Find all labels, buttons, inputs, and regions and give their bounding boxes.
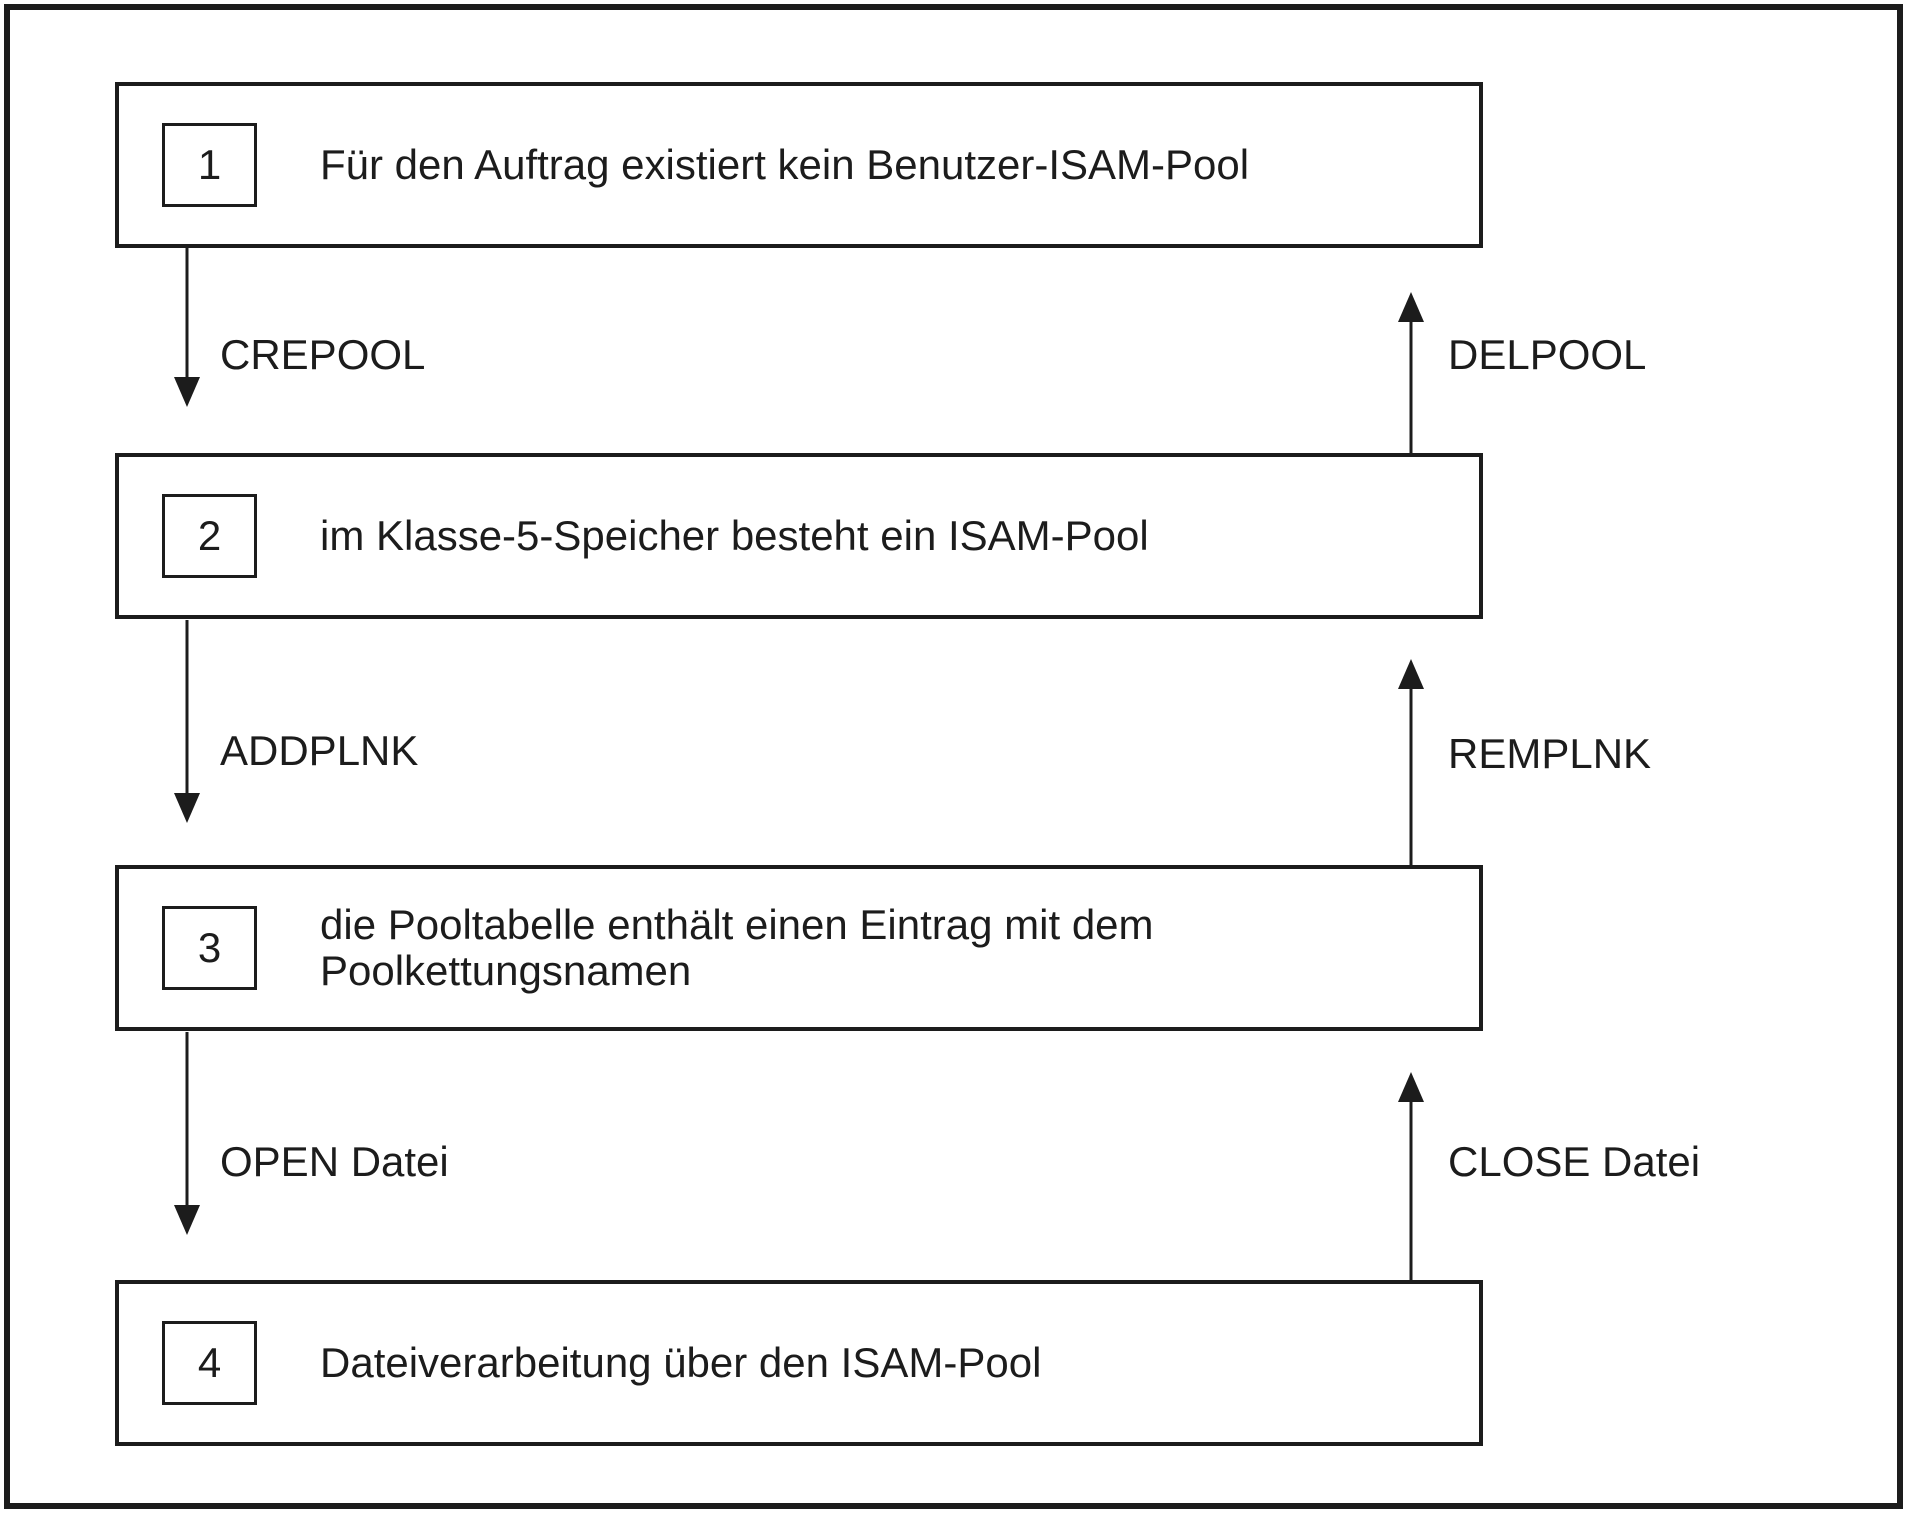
state-number: 3 bbox=[197, 924, 222, 971]
arrow-head-up-icon bbox=[1398, 292, 1424, 322]
state-number: 2 bbox=[197, 512, 222, 559]
transition-label-crepool: CREPOOL bbox=[220, 331, 426, 378]
arrow-shaft bbox=[185, 1032, 189, 1207]
arrow-shaft bbox=[1409, 320, 1413, 453]
up-arrow-remplnk bbox=[1398, 659, 1424, 865]
state-box-3: 3 die Pooltabelle enthält einen Eintrag … bbox=[115, 865, 1483, 1031]
down-arrow-addplnk bbox=[174, 620, 200, 823]
transition-label-addplnk: ADDPLNK bbox=[220, 727, 419, 774]
up-arrow-delpool bbox=[1398, 292, 1424, 453]
transition-label-open-datei: OPEN Datei bbox=[220, 1138, 449, 1185]
down-arrow-crepool bbox=[174, 248, 200, 407]
state-number: 1 bbox=[197, 141, 222, 188]
state-number-badge: 3 bbox=[162, 906, 257, 990]
arrow-shaft bbox=[1409, 1100, 1413, 1280]
down-arrow-open-datei bbox=[174, 1032, 200, 1235]
state-box-2: 2 im Klasse-5-Speicher besteht ein ISAM-… bbox=[115, 453, 1483, 619]
state-box-4: 4 Dateiverarbeitung über den ISAM-Pool bbox=[115, 1280, 1483, 1446]
state-description: die Pooltabelle enthält einen Eintrag mi… bbox=[320, 901, 1154, 994]
arrow-head-down-icon bbox=[174, 377, 200, 407]
state-number-badge: 2 bbox=[162, 494, 257, 578]
arrow-shaft bbox=[185, 248, 189, 379]
transition-label-remplnk: REMPLNK bbox=[1448, 730, 1652, 777]
transition-label-close-datei: CLOSE Datei bbox=[1448, 1138, 1701, 1185]
figure-border bbox=[4, 4, 1903, 1509]
arrow-head-down-icon bbox=[174, 793, 200, 823]
state-number-badge: 4 bbox=[162, 1321, 257, 1405]
state-number-badge: 1 bbox=[162, 123, 257, 207]
transition-label-delpool: DELPOOL bbox=[1448, 331, 1647, 378]
arrow-shaft bbox=[1409, 687, 1413, 865]
arrow-head-up-icon bbox=[1398, 659, 1424, 689]
state-box-1: 1 Für den Auftrag existiert kein Benutze… bbox=[115, 82, 1483, 248]
state-description: im Klasse-5-Speicher besteht ein ISAM-Po… bbox=[320, 512, 1149, 559]
arrow-shaft bbox=[185, 620, 189, 795]
arrow-head-up-icon bbox=[1398, 1072, 1424, 1102]
state-description: Für den Auftrag existiert kein Benutzer-… bbox=[320, 141, 1250, 188]
state-description: Dateiverarbeitung über den ISAM-Pool bbox=[320, 1339, 1042, 1386]
arrow-head-down-icon bbox=[174, 1205, 200, 1235]
state-number: 4 bbox=[197, 1339, 222, 1386]
up-arrow-close-datei bbox=[1398, 1072, 1424, 1280]
